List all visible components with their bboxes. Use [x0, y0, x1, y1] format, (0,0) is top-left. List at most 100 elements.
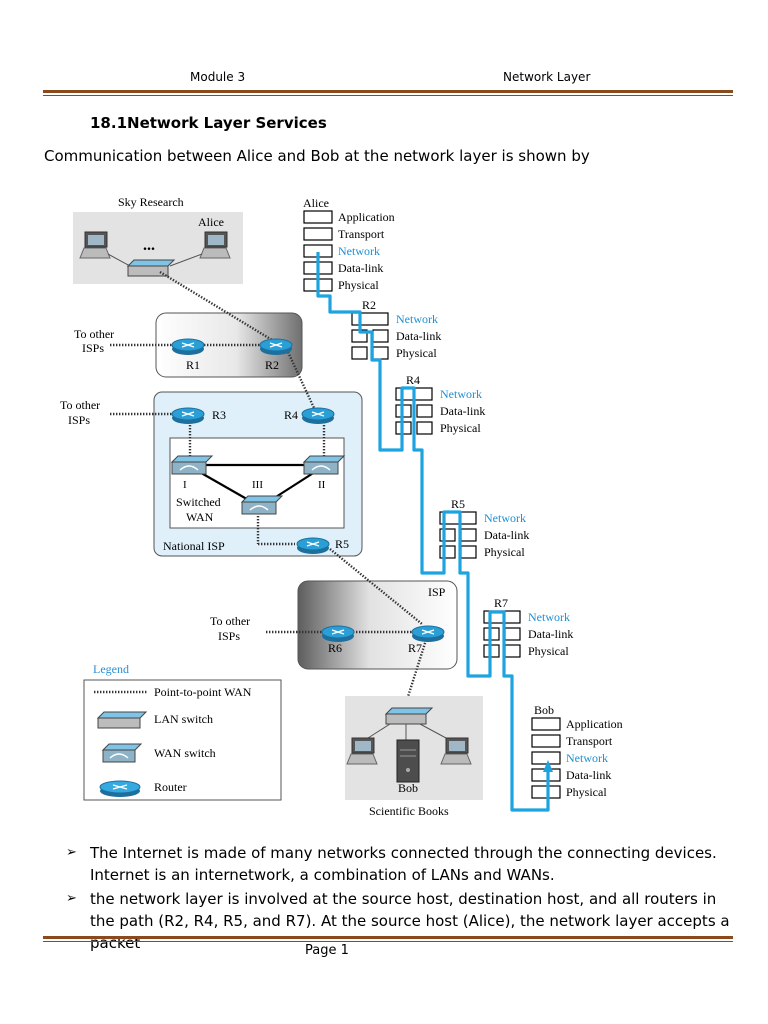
ellipsis-label: ... — [143, 237, 155, 254]
laptop-icon — [346, 737, 378, 765]
other-isps-label-3a: To other — [210, 614, 250, 628]
intro-text: Communication between Alice and Bob at t… — [44, 147, 590, 165]
footer-rule — [43, 936, 733, 942]
layer-label-data-link: Data-link — [484, 528, 529, 542]
router-label-r2: R2 — [265, 358, 279, 372]
layer-box — [460, 528, 477, 542]
layer-label-network: Network — [484, 511, 526, 525]
layer-label-application: Application — [338, 210, 395, 224]
layer-box — [351, 346, 368, 360]
layer-box — [372, 346, 389, 360]
server-icon — [396, 739, 420, 783]
packet-path — [316, 252, 550, 812]
stack-name-alice: Alice — [303, 196, 329, 210]
router-label-r6: R6 — [328, 641, 342, 655]
layer-box — [531, 751, 561, 765]
bullet-text: The Internet is made of many networks co… — [90, 844, 717, 884]
switch-label-iii: III — [252, 479, 263, 491]
router-icon — [411, 625, 445, 642]
router-label-r7: R7 — [408, 641, 422, 655]
other-isps-label-2b: ISPs — [68, 413, 90, 427]
legend-item-lan-switch: LAN switch — [154, 712, 213, 726]
other-isps-label-3b: ISPs — [218, 629, 240, 643]
stack-name-r5: R5 — [451, 497, 465, 511]
router-icon — [171, 338, 205, 355]
stack-name-bob: Bob — [534, 703, 554, 717]
layer-label-physical: Physical — [528, 644, 569, 658]
laptop-icon — [440, 737, 472, 765]
legend-item-wan-switch: WAN switch — [154, 746, 216, 760]
switched-wan-label-1: Switched — [176, 495, 221, 509]
layer-label-data-link: Data-link — [396, 329, 441, 343]
layer-box — [416, 404, 433, 418]
wan-switch-icon — [170, 455, 214, 475]
section-heading: 18.1Network Layer Services — [90, 114, 327, 132]
national-isp-label: National ISP — [163, 539, 225, 553]
page-number: Page 1 — [305, 943, 349, 958]
router-icon — [296, 537, 330, 554]
layer-box — [460, 545, 477, 559]
layer-label-data-link: Data-link — [440, 404, 485, 418]
layer-label-network: Network — [528, 610, 570, 624]
layer-label-network: Network — [566, 751, 608, 765]
legend-router-icon — [99, 780, 141, 797]
layer-box — [351, 312, 389, 326]
layer-label-data-link: Data-link — [338, 261, 383, 275]
header-rule — [43, 90, 733, 96]
isp-label: ISP — [428, 585, 446, 599]
layer-label-physical: Physical — [396, 346, 437, 360]
layer-box — [504, 627, 521, 641]
alice-site-label: Alice — [198, 215, 224, 229]
legend-item-router: Router — [154, 780, 187, 794]
router-label-r3: R3 — [212, 408, 226, 422]
arrow-up-icon — [543, 760, 553, 772]
layer-box — [531, 734, 561, 748]
header-section: Network Layer — [503, 70, 591, 84]
arrow-bullet-icon: ➢ — [66, 891, 77, 906]
point-to-point-wan-links — [110, 270, 428, 707]
laptop-icon — [199, 231, 231, 259]
lan-switch-icon — [126, 259, 176, 277]
isp-box — [297, 580, 458, 670]
network-figure: Sky Research Alice ... National ISP ISP — [60, 195, 623, 818]
router-label-r1: R1 — [186, 358, 200, 372]
bullet-text: the network layer is involved at the sou… — [90, 890, 730, 952]
wan-switch-icon — [240, 495, 284, 515]
router-icon — [259, 338, 293, 355]
arrow-bullet-icon: ➢ — [66, 845, 77, 860]
layer-label-network: Network — [440, 387, 482, 401]
scientific-books-label: Scientific Books — [369, 804, 449, 818]
layer-box — [439, 545, 456, 559]
switch-label-ii: II — [318, 479, 326, 491]
other-isps-label-2a: To other — [60, 398, 100, 412]
legend-box — [83, 679, 282, 801]
layer-box — [531, 717, 561, 731]
layer-box — [303, 210, 333, 224]
routers — [171, 338, 445, 642]
legend-title: Legend — [93, 662, 129, 676]
router-label-r4: R4 — [284, 408, 298, 422]
layer-label-physical: Physical — [566, 785, 607, 799]
switched-wan-label-2: WAN — [186, 510, 214, 524]
legend-item-wan: Point-to-point WAN — [154, 685, 252, 699]
legend-wan-switch-icon — [101, 743, 143, 763]
router-icon — [301, 407, 335, 424]
router-icon — [321, 625, 355, 642]
layer-box — [303, 227, 333, 241]
legend-lan-switch-icon — [96, 711, 148, 729]
bob-site-label: Bob — [398, 781, 418, 795]
layer-label-application: Application — [566, 717, 623, 731]
laptop-icon — [79, 231, 111, 259]
other-isps-label-1a: To other — [74, 327, 114, 341]
layer-label-data-link: Data-link — [528, 627, 573, 641]
router-label-r5: R5 — [335, 537, 349, 551]
layer-label-physical: Physical — [338, 278, 379, 292]
layer-label-network: Network — [338, 244, 380, 258]
sky-research-label: Sky Research — [118, 195, 184, 209]
layer-label-network: Network — [396, 312, 438, 326]
other-isps-label-1b: ISPs — [82, 341, 104, 355]
header-module: Module 3 — [190, 70, 246, 84]
layer-box — [372, 329, 389, 343]
layer-box — [504, 644, 521, 658]
layer-box — [439, 528, 456, 542]
